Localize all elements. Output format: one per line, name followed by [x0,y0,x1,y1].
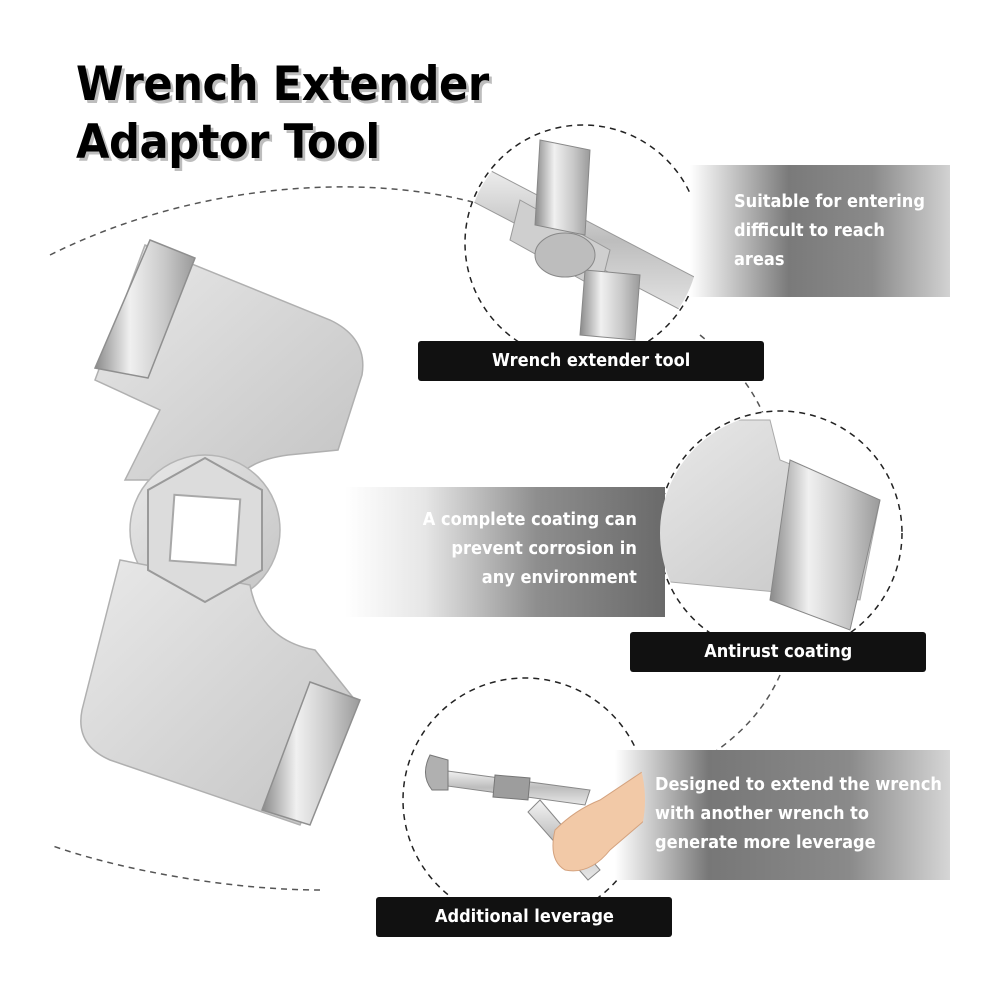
feature-band-2: A complete coating can prevent corrosion… [345,487,665,617]
feature-band-1: Suitable for entering difficult to reach… [690,165,950,297]
feature-3-description: Designed to extend the wrench with anoth… [655,774,942,853]
feature-1-description: Suitable for entering difficult to reach… [734,191,925,270]
page-title: Wrench Extender Adaptor Tool [76,57,489,170]
feature-2-description: A complete coating can prevent corrosion… [422,509,637,588]
feature-3-label: Additional leverage [376,897,672,937]
closeup-frame-3 [402,677,648,923]
feature-band-3: Designed to extend the wrench with anoth… [615,750,950,880]
closeup-frame-1 [464,124,702,362]
closeup-frame-2 [657,410,903,656]
large-dashed-arc [49,186,781,891]
feature-2-label: Antirust coating [630,632,926,672]
feature-1-label: Wrench extender tool [418,341,764,381]
